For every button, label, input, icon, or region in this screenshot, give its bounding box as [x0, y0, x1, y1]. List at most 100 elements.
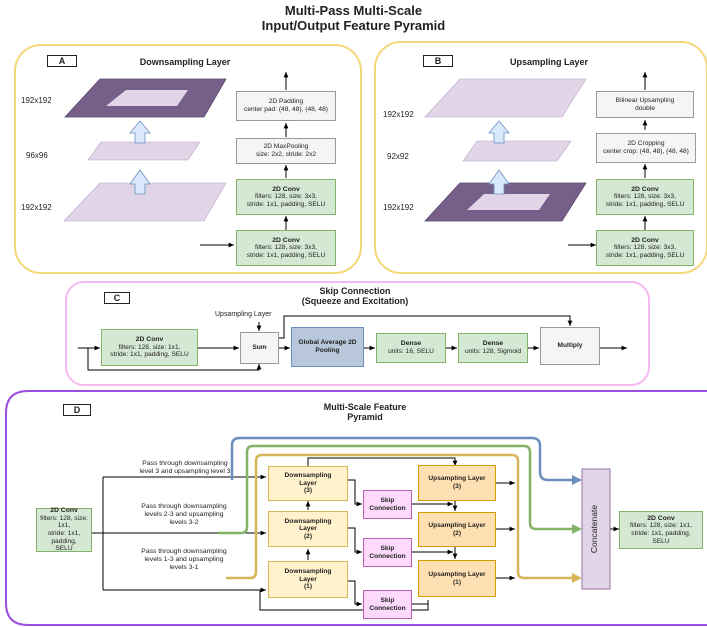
- sum-box-label: Sum: [252, 344, 267, 352]
- up2-level: (2): [452, 529, 462, 537]
- gap-line1: Global Average 2D: [298, 339, 357, 347]
- output-conv-line3: SELU: [652, 537, 670, 545]
- panel-d-frame: [5, 390, 707, 626]
- up1-line1: Upsampling Layer: [428, 570, 486, 578]
- size-label-b-3: 192x192: [383, 203, 414, 212]
- pass-label-1-line3: levels 3-1: [169, 564, 199, 571]
- down3-level: (3): [303, 487, 313, 495]
- up1-level: (1): [452, 578, 462, 586]
- concatenate-label: Concatenate: [589, 504, 599, 554]
- panel-d-tag: D: [63, 404, 91, 416]
- panel-c-tag: C: [104, 292, 130, 304]
- flow-c-skip-bottom: [87, 348, 262, 371]
- down2-line2: Layer: [299, 525, 317, 533]
- size-label-a-3: 192x192: [21, 203, 52, 212]
- diagram-title-line1: Multi-Pass Multi-Scale: [284, 3, 423, 18]
- feature-plane-192-bottom: [63, 182, 227, 222]
- conv-box-c-line2: stride: 1x1, padding, SELU: [110, 351, 189, 359]
- pass-label-2: Pass through downsampling levels 2-3 and…: [130, 503, 238, 527]
- flow-d-bottom-bypass: [259, 590, 429, 611]
- upsampling-layer-1: Upsampling Layer (1): [418, 560, 496, 597]
- path-level-2: [218, 444, 582, 535]
- conv-box-a-2-title: 2D Conv: [272, 185, 300, 193]
- skip1-line2: Connection: [369, 604, 406, 612]
- maxpooling-box-line: size: 2x2, stride: 2x2: [255, 151, 317, 158]
- global-average-pooling-box: Global Average 2D Pooling: [291, 327, 364, 367]
- maxpooling-box: 2D MaxPooling size: 2x2, stride: 2x2: [236, 138, 336, 164]
- bilinear-upsampling-line: double: [635, 104, 655, 112]
- cropping-box-line: center crop: (48, 48), (48, 48): [603, 148, 689, 155]
- downsampling-layer-3: Downsampling Layer (3): [268, 466, 348, 501]
- downsampling-layer-2: Downsampling Layer (2): [268, 511, 348, 547]
- pass-label-1-line1: Pass through downsampling: [141, 548, 227, 555]
- feature-plane-b-92: [462, 140, 572, 162]
- dense-box-1-title: Dense: [400, 340, 422, 348]
- concatenate-block: [581, 468, 611, 590]
- panel-b-title: Upsampling Layer: [509, 57, 589, 67]
- gap-line2: Pooling: [315, 347, 340, 354]
- conv-box-b-1-line1: filters: 128, size: 3x3,: [614, 244, 676, 252]
- input-conv-line1: filters: 128, size: 1x1,: [40, 514, 88, 530]
- panel-d-title-line2: Pyramid: [347, 412, 383, 422]
- output-conv-title: 2D Conv: [647, 514, 675, 522]
- up3-line1: Upsampling Layer: [428, 475, 486, 483]
- skip-connection-2: Skip Connection: [363, 538, 412, 567]
- down2-level: (2): [303, 532, 313, 540]
- input-conv-line3: SELU: [55, 545, 73, 553]
- conv-box-a-2-line1: filters: 128, size: 3x3,: [255, 193, 317, 201]
- pass-label-2-line2: levels 2-3 and upsampling: [144, 511, 224, 518]
- sum-box: Sum: [240, 332, 279, 364]
- conv-box-c-title: 2D Conv: [135, 336, 164, 344]
- output-conv-box: 2D Conv filters: 128, size: 1x1, stride:…: [619, 511, 703, 549]
- conv-box-b-1-line2: stride: 1x1, padding, SELU: [605, 251, 685, 259]
- multiply-box-label: Multiply: [557, 342, 583, 350]
- size-label-b-1: 192x192: [383, 110, 414, 119]
- conv-box-a-1-title: 2D Conv: [272, 236, 300, 244]
- padding-box: 2D Padding center pad: (48, 48), (48, 48…: [236, 91, 336, 121]
- feature-plane-96: [87, 141, 201, 161]
- down2-line1: Downsampling: [284, 517, 332, 525]
- input-conv-line2: stride: 1x1, padding,: [47, 530, 81, 545]
- pass-label-3-line2: level 3 and upsampling level 3: [139, 468, 231, 475]
- down1-level: (1): [303, 583, 313, 591]
- conv-box-b-2-line2: stride: 1x1, padding, SELU: [605, 200, 685, 208]
- conv-box-a-2: 2D Conv filters: 128, size: 3x3, stride:…: [236, 179, 336, 215]
- output-conv-line1: filters: 128, size: 1x1,: [630, 522, 692, 530]
- up2-line1: Upsampling Layer: [428, 521, 486, 529]
- size-label-b-2: 92x92: [387, 152, 409, 161]
- feature-plane-b-192-top: [424, 78, 587, 118]
- multiply-box: Multiply: [540, 327, 600, 365]
- flow-skip1-in: [348, 580, 362, 607]
- pass-label-2-line3: levels 3-2: [169, 519, 199, 526]
- conv-box-b-2-line1: filters: 128, size: 3x3,: [614, 193, 676, 201]
- pass-label-1: Pass through downsampling levels 1-3 and…: [130, 548, 238, 572]
- output-conv-line2: stride: 1x1, padding,: [631, 530, 691, 537]
- flow-d-top-bypass: [307, 457, 458, 470]
- dense-box-1-line: units: 16, SELU: [388, 348, 434, 355]
- conv-box-a-1: 2D Conv filters: 128, size: 3x3, stride:…: [236, 230, 336, 266]
- input-conv-box: 2D Conv filters: 128, size: 1x1, stride:…: [36, 507, 92, 553]
- pass-label-3-line1: Pass through downsampling: [142, 460, 228, 467]
- conv-box-a-2-line2: stride: 1x1, padding, SELU: [246, 200, 326, 208]
- skip2-line1: Skip: [380, 544, 395, 552]
- up-arrow-a1: [129, 120, 151, 144]
- cropping-box: 2D Cropping center crop: (48, 48), (48, …: [596, 133, 696, 163]
- cropping-box-title: 2D Cropping: [627, 140, 665, 148]
- conv-box-b-1: 2D Conv filters: 128, size: 3x3, stride:…: [596, 230, 694, 266]
- down1-line1: Downsampling: [284, 568, 332, 576]
- input-conv-title: 2D Conv: [50, 507, 78, 515]
- skip1-line1: Skip: [380, 596, 395, 604]
- path-level-1: [226, 453, 582, 583]
- flow-c-skip-top: [279, 315, 573, 339]
- panel-d-title-line1: Multi-Scale Feature: [323, 402, 407, 412]
- up-arrow-b2: [488, 169, 510, 195]
- feature-plane-b-inner: [467, 194, 550, 210]
- conv-box-c: 2D Conv filters: 128, size: 1x1, stride:…: [101, 329, 198, 366]
- skip-connection-3: Skip Connection: [363, 490, 412, 519]
- upsampling-layer-2: Upsampling Layer (2): [418, 512, 496, 547]
- panel-a-tag: A: [47, 55, 77, 67]
- down3-line1: Downsampling: [284, 472, 332, 480]
- padding-box-line: center pad: (48, 48), (48, 48): [244, 106, 328, 113]
